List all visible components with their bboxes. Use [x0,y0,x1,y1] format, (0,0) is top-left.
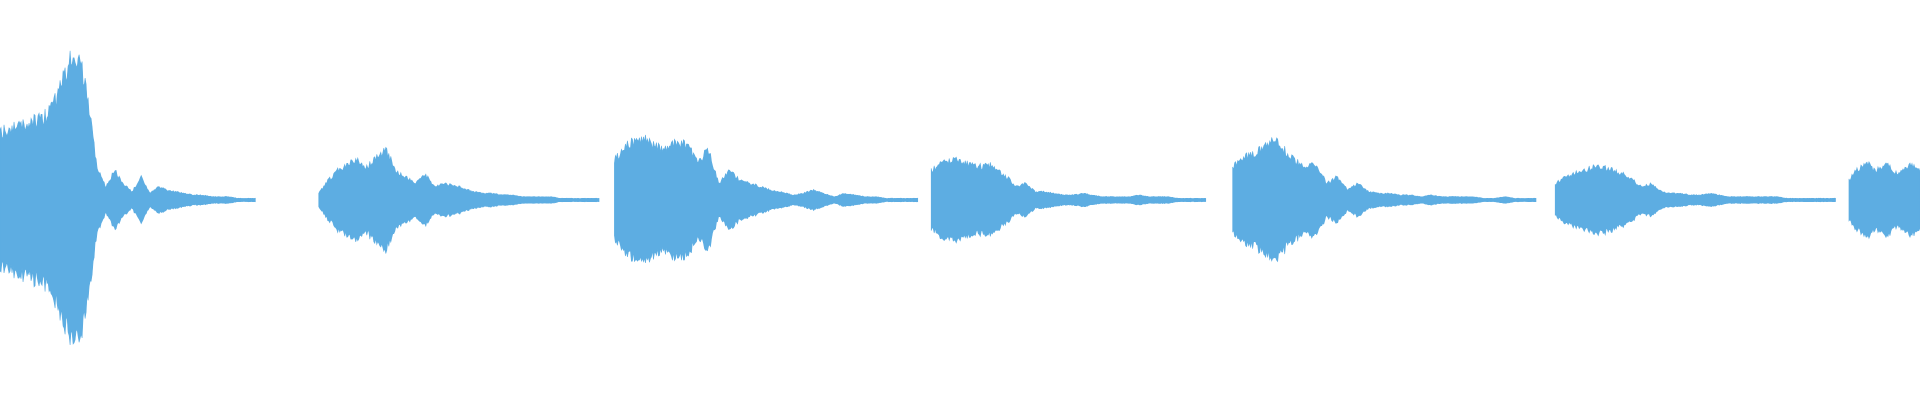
waveform-burst-3 [614,134,919,264]
waveform-burst-1 [0,50,256,345]
waveform-burst-5 [1232,137,1537,263]
